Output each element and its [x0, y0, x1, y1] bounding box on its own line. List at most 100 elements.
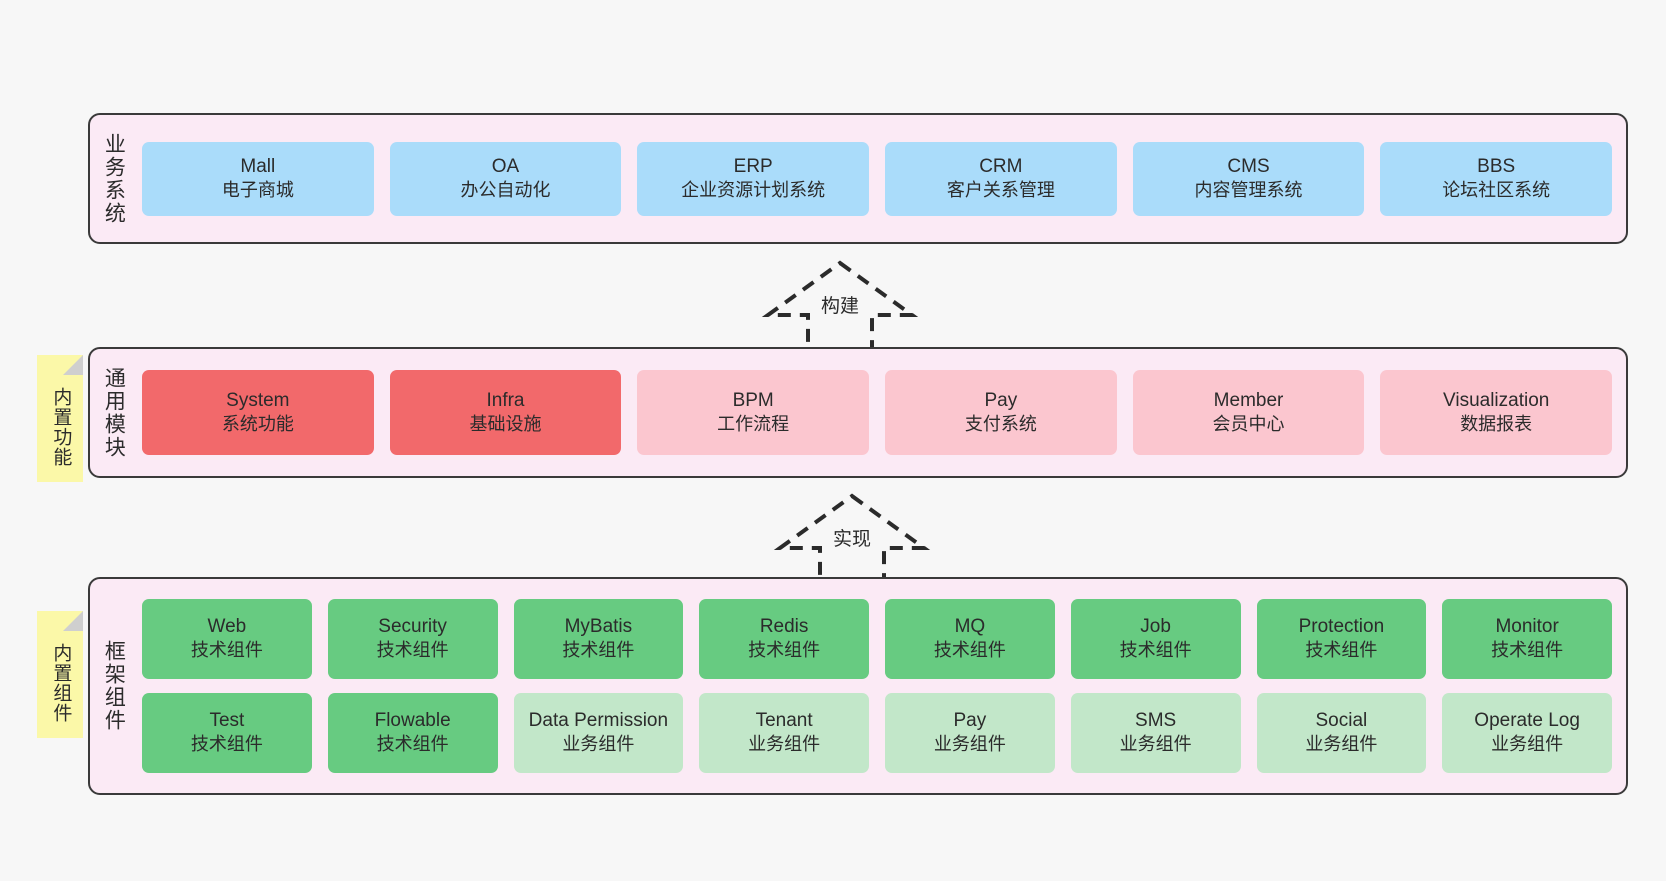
node-bbs-en: BBS [1477, 155, 1516, 177]
node-visualization[interactable]: Visualization 数据报表 [1380, 370, 1613, 455]
node-data-permission-en: Data Permission [528, 710, 669, 732]
node-infra-en: Infra [486, 389, 525, 411]
node-test[interactable]: Test 技术组件 [142, 693, 312, 773]
node-oa-cn: 办公自动化 [460, 179, 551, 200]
node-flowable-en: Flowable [374, 710, 451, 732]
node-member[interactable]: Member 会员中心 [1132, 370, 1365, 455]
node-protection-en: Protection [1298, 616, 1385, 638]
layer-title-common: 通用模块 [102, 366, 126, 459]
layer-title-framework: 框架组件 [102, 640, 126, 732]
node-oa[interactable]: OA 办公自动化 [389, 141, 622, 216]
business-node-row: Mall 电子商城 OA 办公自动化 ERP 企业资源计划系统 CRM 客户关系… [142, 141, 1613, 216]
node-flowable[interactable]: Flowable 技术组件 [327, 693, 498, 773]
node-sms[interactable]: SMS 业务组件 [1070, 693, 1241, 773]
layer-body-framework: Web 技术组件 Security 技术组件 MyBatis 技术组件 Redi… [136, 579, 1626, 793]
node-job[interactable]: Job 技术组件 [1070, 599, 1241, 679]
node-cms[interactable]: CMS 内容管理系统 [1132, 141, 1365, 216]
node-test-en: Test [209, 710, 245, 732]
node-visualization-en: Visualization [1443, 389, 1550, 411]
node-erp-cn: 企业资源计划系统 [681, 179, 826, 200]
node-visualization-cn: 数据报表 [1460, 413, 1533, 434]
node-security[interactable]: Security 技术组件 [327, 599, 498, 679]
node-infra-cn: 基础设施 [469, 413, 542, 434]
node-pay-component[interactable]: Pay 业务组件 [885, 693, 1055, 773]
node-operate-log-en: Operate Log [1474, 710, 1580, 732]
node-job-cn: 技术组件 [1119, 640, 1192, 661]
node-mybatis-cn: 技术组件 [562, 640, 635, 661]
node-system-en: System [226, 389, 290, 411]
node-bpm-en: BPM [732, 389, 774, 411]
node-operate-log[interactable]: Operate Log 业务组件 [1442, 693, 1612, 773]
arrow-realize-label: 实现 [832, 529, 871, 550]
node-bbs[interactable]: BBS 论坛社区系统 [1380, 141, 1613, 216]
node-social-en: Social [1315, 710, 1368, 732]
node-tenant-cn: 业务组件 [748, 734, 821, 755]
node-mybatis[interactable]: MyBatis 技术组件 [513, 599, 684, 679]
arrow-build: 构建 [760, 257, 920, 357]
node-security-en: Security [378, 616, 447, 638]
node-redis[interactable]: Redis 技术组件 [699, 599, 869, 679]
node-bpm[interactable]: BPM 工作流程 [637, 370, 870, 455]
node-crm-cn: 客户关系管理 [946, 179, 1055, 200]
node-pay-component-en: Pay [953, 710, 987, 732]
node-erp[interactable]: ERP 企业资源计划系统 [637, 141, 870, 216]
layer-body-common: System 系统功能 Infra 基础设施 BPM 工作流程 Pay 支付系统… [136, 349, 1626, 476]
node-erp-en: ERP [733, 155, 773, 177]
node-pay-module[interactable]: Pay 支付系统 [885, 370, 1117, 455]
node-monitor[interactable]: Monitor 技术组件 [1442, 599, 1612, 679]
framework-node-row-1: Web 技术组件 Security 技术组件 MyBatis 技术组件 Redi… [142, 599, 1612, 679]
node-system-cn: 系统功能 [221, 413, 294, 434]
arrow-build-label: 构建 [820, 296, 859, 317]
node-social-cn: 业务组件 [1305, 734, 1378, 755]
node-mall-en: Mall [240, 155, 276, 177]
arrow-realize: 实现 [772, 490, 932, 590]
node-bbs-cn: 论坛社区系统 [1442, 179, 1551, 200]
node-social[interactable]: Social 业务组件 [1256, 693, 1427, 773]
node-mall[interactable]: Mall 电子商城 [142, 141, 374, 216]
layer-title-business: 业务系统 [102, 132, 126, 225]
node-job-en: Job [1140, 616, 1171, 638]
layer-framework-components: 框架组件 Web 技术组件 Security 技术组件 MyBatis 技术组件… [88, 577, 1628, 795]
node-tenant[interactable]: Tenant 业务组件 [699, 693, 869, 773]
node-monitor-en: Monitor [1495, 616, 1559, 638]
node-mall-cn: 电子商城 [221, 179, 294, 200]
layer-body-business: Mall 电子商城 OA 办公自动化 ERP 企业资源计划系统 CRM 客户关系… [136, 115, 1626, 242]
layer-common-modules: 通用模块 System 系统功能 Infra 基础设施 BPM 工作流程 Pay… [88, 347, 1628, 478]
node-infra[interactable]: Infra 基础设施 [389, 370, 622, 455]
node-oa-en: OA [491, 155, 520, 177]
node-operate-log-cn: 业务组件 [1491, 734, 1564, 755]
node-pay-module-cn: 支付系统 [964, 413, 1037, 434]
node-protection[interactable]: Protection 技术组件 [1256, 599, 1427, 679]
node-mq-en: MQ [954, 616, 986, 638]
node-security-cn: 技术组件 [376, 640, 449, 661]
node-pay-component-cn: 业务组件 [933, 734, 1006, 755]
node-monitor-cn: 技术组件 [1491, 640, 1564, 661]
sticky-note-builtin-component-label: 内置组件 [50, 642, 72, 723]
node-web-cn: 技术组件 [190, 640, 263, 661]
node-cms-cn: 内容管理系统 [1194, 179, 1303, 200]
node-test-cn: 技术组件 [190, 734, 263, 755]
node-flowable-cn: 技术组件 [376, 734, 449, 755]
node-data-permission-cn: 业务组件 [562, 734, 635, 755]
sticky-note-builtin-function: 内置功能 [37, 355, 83, 482]
node-bpm-cn: 工作流程 [717, 413, 790, 434]
framework-node-row-2: Test 技术组件 Flowable 技术组件 Data Permission … [142, 693, 1612, 773]
node-tenant-en: Tenant [755, 710, 813, 732]
layer-business-systems: 业务系统 Mall 电子商城 OA 办公自动化 ERP 企业资源计划系统 CRM… [88, 113, 1628, 244]
sticky-note-builtin-component: 内置组件 [37, 611, 83, 738]
node-system[interactable]: System 系统功能 [142, 370, 374, 455]
node-cms-en: CMS [1227, 155, 1270, 177]
node-crm[interactable]: CRM 客户关系管理 [885, 141, 1117, 216]
node-data-permission[interactable]: Data Permission 业务组件 [513, 693, 684, 773]
node-member-cn: 会员中心 [1212, 413, 1285, 434]
common-node-row: System 系统功能 Infra 基础设施 BPM 工作流程 Pay 支付系统… [142, 370, 1613, 455]
node-web[interactable]: Web 技术组件 [142, 599, 312, 679]
node-mq[interactable]: MQ 技术组件 [885, 599, 1055, 679]
node-mq-cn: 技术组件 [933, 640, 1006, 661]
node-redis-cn: 技术组件 [748, 640, 821, 661]
node-protection-cn: 技术组件 [1305, 640, 1378, 661]
node-redis-en: Redis [759, 616, 809, 638]
node-pay-module-en: Pay [984, 389, 1018, 411]
node-member-en: Member [1213, 389, 1284, 411]
